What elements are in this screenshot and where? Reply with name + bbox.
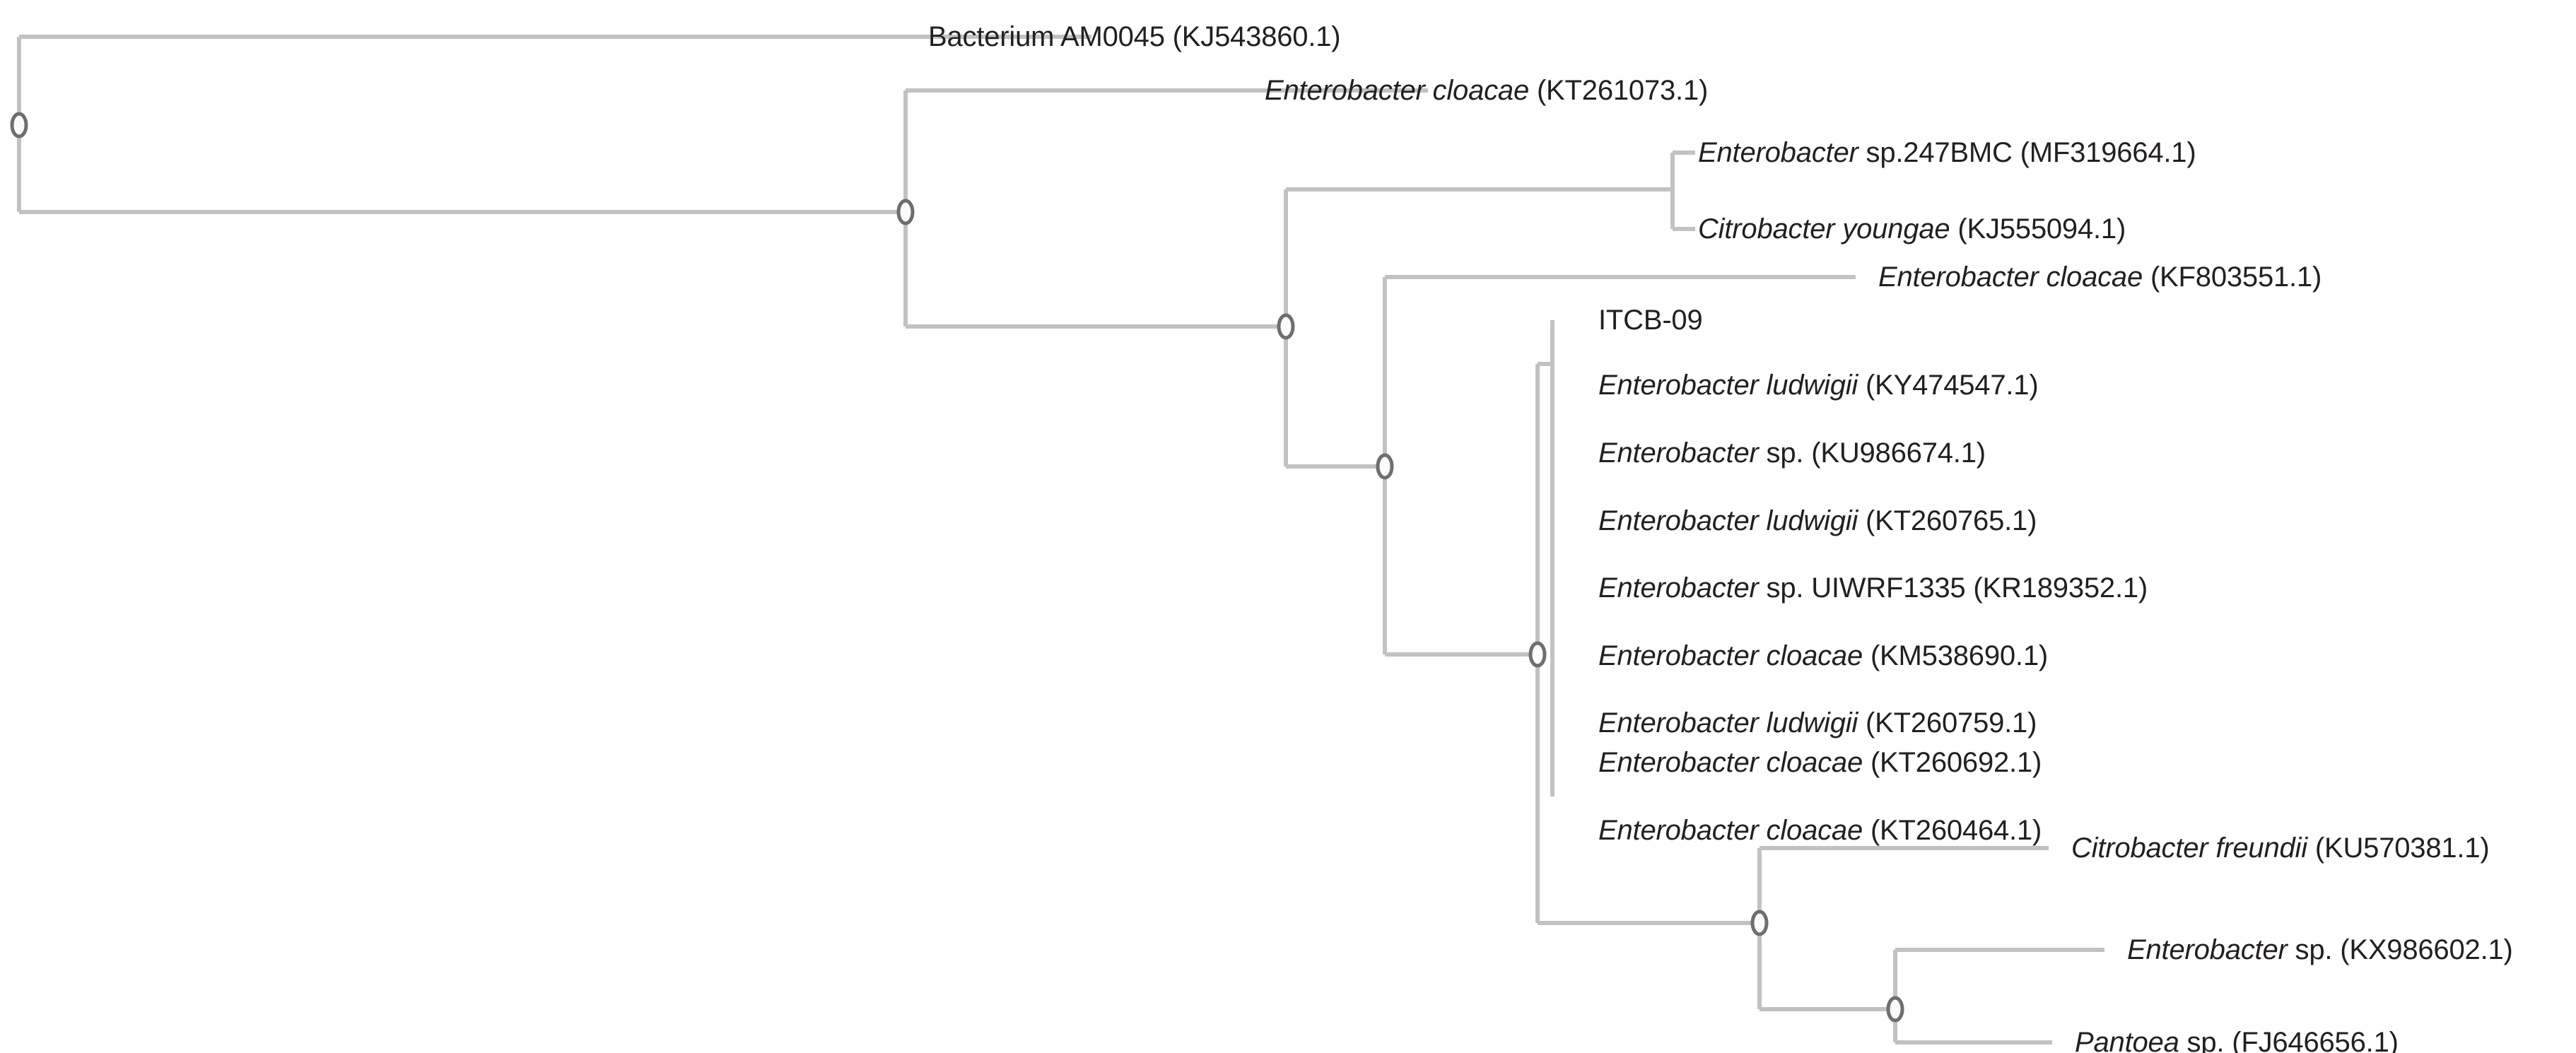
leaf-taxon-name: Enterobacter cloacae: [1878, 261, 2143, 293]
leaf-accession: (KU986674.1): [1811, 437, 1986, 469]
leaf-qualifier: sp.247BMC: [1858, 137, 2020, 168]
leaf-qualifier: sp.: [1758, 437, 1812, 469]
leaf-accession: (KJ543860.1): [1172, 21, 1341, 52]
leaf-taxon-name: Enterobacter cloacae: [1598, 747, 1863, 778]
leaf-taxon-name: Pantoea: [2075, 1027, 2179, 1053]
leaf-label-enterobacter-cloacae-km538690: Enterobacter cloacae (KM538690.1): [1598, 642, 2048, 670]
leaf-accession: (MF319664.1): [2020, 137, 2196, 168]
leaf-taxon-name: Enterobacter: [1598, 437, 1759, 469]
leaf-label-enterobacter-sp-ku986674: Enterobacter sp. (KU986674.1): [1598, 439, 1986, 467]
leaf-accession: (KM538690.1): [1870, 640, 2049, 671]
leaf-label-itcb-09: ITCB-09: [1598, 306, 1703, 334]
leaf-label-enterobacter-ludwigii-kt260765: Enterobacter ludwigii (KT260765.1): [1598, 507, 2037, 535]
leaf-label-bacterium-am0045: Bacterium AM0045 (KJ543860.1): [928, 21, 1341, 52]
leaf-accession: (KT260464.1): [1870, 815, 2042, 846]
node-marker-d: [1528, 641, 1547, 668]
leaf-taxon-name: Enterobacter cloacae: [1598, 815, 1863, 846]
leaf-taxon-name: Enterobacter: [1698, 137, 1858, 168]
leaf-accession: (KX986602.1): [2340, 934, 2513, 965]
node-marker-root: [10, 112, 28, 139]
leaf-taxon-name: Enterobacter ludwigii: [1598, 505, 1858, 536]
leaf-taxon-name: Enterobacter cloacae: [1265, 75, 1530, 106]
node-marker-b: [1277, 313, 1295, 340]
node-marker-a: [896, 199, 915, 225]
leaf-accession: (KT260759.1): [1866, 707, 2037, 739]
leaf-accession: (KY474547.1): [1866, 370, 2039, 401]
leaf-accession: (KT261073.1): [1536, 75, 1709, 106]
leaf-taxon-name: Citrobacter freundii: [2071, 833, 2307, 864]
leaf-label-enterobacter-cloacae-kf803551: Enterobacter cloacae (KF803551.1): [1878, 263, 2322, 291]
leaf-label-enterobacter-sp-247bmc: Enterobacter sp.247BMC (MF319664.1): [1698, 139, 2196, 167]
leaf-taxon-name: ITCB-09: [1598, 305, 1703, 336]
leaf-taxon-name: Enterobacter ludwigii: [1598, 707, 1858, 739]
leaf-taxon-name: Bacterium AM0045: [928, 21, 1165, 52]
leaf-label-pantoea-sp: Pantoea sp. (FJ646656.1): [2075, 1028, 2399, 1053]
leaf-qualifier: sp. UIWRF1335: [1758, 572, 1974, 604]
leaf-qualifier: sp.: [2287, 934, 2341, 965]
leaf-label-enterobacter-cloacae-kt260692: Enterobacter cloacae (KT260692.1): [1598, 748, 2042, 777]
leaf-taxon-name: Enterobacter ludwigii: [1598, 370, 1858, 401]
leaf-taxon-name: Enterobacter: [2127, 934, 2288, 965]
leaf-label-enterobacter-sp-kx986602: Enterobacter sp. (KX986602.1): [2127, 936, 2513, 964]
leaf-label-enterobacter-cloacae-kt261073: Enterobacter cloacae (KT261073.1): [1265, 76, 1708, 105]
leaf-label-citrobacter-youngae: Citrobacter youngae (KJ555094.1): [1698, 215, 2126, 243]
leaf-accession: (KJ555094.1): [1957, 213, 2126, 245]
leaf-accession: (KT260692.1): [1870, 747, 2042, 778]
leaf-taxon-name: Citrobacter youngae: [1698, 213, 1950, 245]
leaf-label-enterobacter-cloacae-kt260464: Enterobacter cloacae (KT260464.1): [1598, 816, 2042, 845]
leaf-accession: (KR189352.1): [1973, 572, 2148, 604]
leaf-label-enterobacter-ludwigii-ky474547: Enterobacter ludwigii (KY474547.1): [1598, 370, 2039, 401]
leaf-accession: (KT260765.1): [1866, 505, 2037, 536]
leaf-accession: (KU570381.1): [2314, 833, 2490, 864]
leaf-taxon-name: Enterobacter: [1598, 572, 1759, 604]
leaf-accession: (KF803551.1): [2150, 261, 2322, 293]
leaf-label-enterobacter-sp-uiwrf1335: Enterobacter sp. UIWRF1335 (KR189352.1): [1598, 574, 2148, 602]
internal-node-markers: [10, 112, 1904, 1023]
leaf-label-citrobacter-freundii: Citrobacter freundii (KU570381.1): [2071, 834, 2490, 862]
leaf-qualifier: sp.: [2179, 1027, 2232, 1053]
node-marker-c: [1376, 453, 1394, 480]
leaf-accession: (FJ646656.1): [2232, 1027, 2399, 1053]
node-marker-e: [1750, 910, 1769, 936]
leaf-label-enterobacter-ludwigii-kt260759: Enterobacter ludwigii (KT260759.1): [1598, 709, 2037, 737]
node-marker-f: [1886, 996, 1904, 1023]
leaf-taxon-name: Enterobacter cloacae: [1598, 640, 1863, 671]
